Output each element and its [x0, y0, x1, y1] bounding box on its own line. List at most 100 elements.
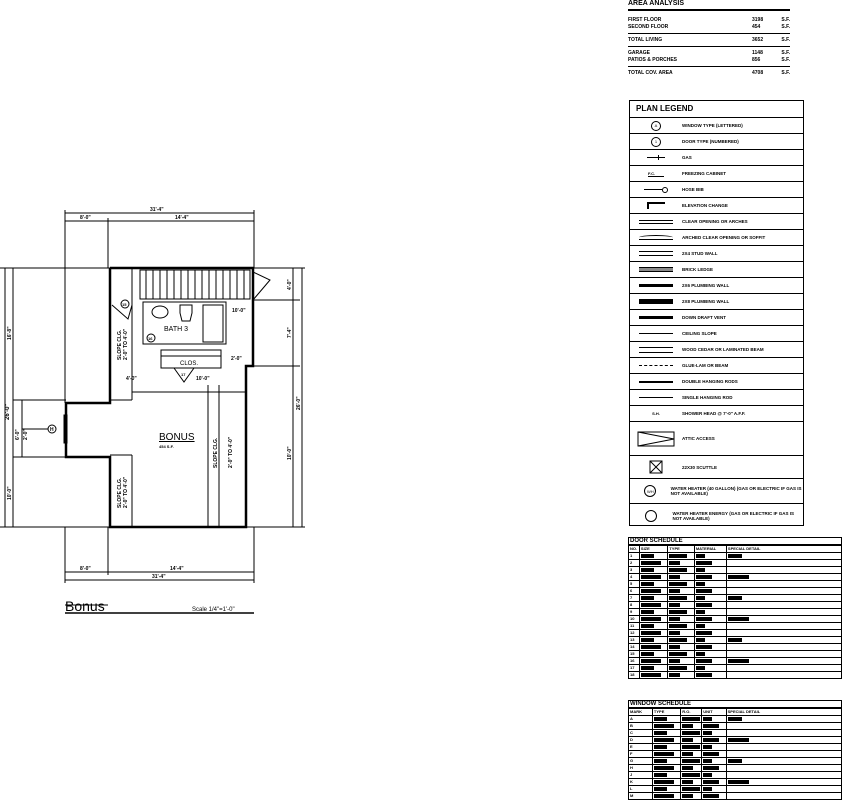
- slope-note: SLOPE CLG.: [117, 477, 123, 508]
- schedule-row: 13: [628, 636, 842, 644]
- schedule-cell: [680, 764, 703, 772]
- illegible-text: [695, 567, 705, 572]
- schedule-cell: [667, 657, 695, 665]
- legend-title: PLAN LEGEND: [630, 101, 803, 118]
- schedule-cell: [680, 729, 703, 737]
- schedule-cell: [725, 785, 842, 793]
- tub: [202, 304, 224, 343]
- illegible-text: [682, 716, 701, 721]
- room-name: BONUS: [159, 432, 195, 443]
- legend-item: GAS: [630, 150, 803, 166]
- single-rod-icon: [630, 390, 682, 405]
- schedule-row: 7: [628, 594, 842, 602]
- illegible-text: [669, 595, 688, 600]
- illegible-text: [703, 737, 720, 742]
- illegible-text: [695, 553, 705, 558]
- schedule-row: 2: [628, 559, 842, 567]
- illegible-text: [640, 630, 661, 635]
- legend-item-label: ARCHED CLEAR OPENING OR SOFFIT: [682, 235, 766, 240]
- slope-note: 2'-0" TO 4'-0": [123, 476, 129, 508]
- area-value: 454: [752, 24, 761, 30]
- door-tag-15: [120, 299, 130, 309]
- legend-item: ELEVATION CHANGE: [630, 198, 803, 214]
- schedule-cell: [680, 757, 703, 765]
- row-number: 16: [628, 657, 640, 665]
- water-heater-icon: WH: [630, 479, 671, 503]
- legend-item: DOWN DRAFT VENT: [630, 310, 803, 326]
- illegible-text: [695, 609, 705, 614]
- legend-item: WATER HEATER ENERGY (GAS OR ELECTRIC IF …: [630, 504, 803, 528]
- illegible-text: [669, 574, 681, 579]
- illegible-text: [695, 560, 712, 565]
- schedule-cell: [725, 559, 842, 567]
- schedule-cell: [725, 629, 842, 637]
- illegible-text: [703, 772, 713, 777]
- schedule-cell: [638, 664, 669, 672]
- schedule-cell: [651, 729, 682, 737]
- legend-item: GLUE-LAM OR BEAM: [630, 358, 803, 374]
- illegible-text: [695, 602, 712, 607]
- schedule-header: MARK: [628, 707, 653, 716]
- door-tag-label: 15: [122, 302, 127, 307]
- illegible-text: [653, 779, 674, 784]
- legend-item-label: 2X4 STUD WALL: [682, 251, 718, 256]
- schedule-cell: [725, 771, 842, 779]
- illegible-text: [695, 574, 712, 579]
- area-unit: S.F.: [781, 70, 790, 76]
- schedule-title: DOOR SCHEDULE: [628, 537, 842, 546]
- schedule-cell: [693, 566, 727, 574]
- shower-head-icon: S.H.: [652, 411, 660, 416]
- schedule-cell: [693, 622, 727, 630]
- legend-item: S.H. SHOWER HEAD @ 7'-0" A.F.F.: [630, 406, 803, 422]
- dim-left-3: 6'-0": [15, 429, 21, 440]
- illegible-text: [653, 758, 667, 763]
- schedule-cell: [667, 650, 695, 658]
- illegible-text: [682, 786, 701, 791]
- row-number: B: [628, 722, 653, 730]
- illegible-text: [682, 737, 694, 742]
- schedule-cell: [638, 671, 669, 679]
- legend-item: ARCHED CLEAR OPENING OR SOFFIT: [630, 230, 803, 246]
- schedule-cell: [725, 750, 842, 758]
- schedule-cell: [667, 629, 695, 637]
- area-unit: S.F.: [781, 24, 790, 30]
- bath-room: [142, 301, 227, 345]
- illegible-text: [703, 723, 720, 728]
- illegible-text: [640, 588, 661, 593]
- schedule-cell: [701, 757, 727, 765]
- schedule-cell: [693, 657, 727, 665]
- row-number: 12: [628, 629, 640, 637]
- legend-item: 2X4 STUD WALL: [630, 246, 803, 262]
- schedule-cell: [651, 771, 682, 779]
- down-draft-vent-icon: [630, 310, 682, 325]
- legend-item-label: SHOWER HEAD @ 7'-0" A.F.F.: [682, 411, 746, 416]
- hose-bib-icon: [630, 182, 682, 197]
- illegible-text: [695, 630, 712, 635]
- gas-icon: [630, 150, 682, 165]
- ceiling-slope-icon: [630, 326, 682, 341]
- illegible-text: [727, 716, 742, 721]
- schedule-cell: [693, 636, 727, 644]
- legend-item-label: 22X30 SCUTTLE: [682, 464, 718, 470]
- door-tag-label: 16: [148, 336, 153, 341]
- illegible-text: [682, 744, 701, 749]
- illegible-text: [695, 644, 712, 649]
- illegible-text: [653, 793, 674, 798]
- dim-small-4: 10'-0": [232, 308, 246, 314]
- schedule-cell: [725, 715, 842, 723]
- closet-label: CLOS.: [180, 361, 198, 367]
- schedule-cell: [667, 573, 695, 581]
- dim-left-1: 16'-8": [7, 326, 13, 340]
- illegible-text: [669, 602, 681, 607]
- schedule-row: D: [628, 736, 842, 744]
- area-value: 3198: [752, 17, 764, 23]
- legend-item: CEILING SLOPE: [630, 326, 803, 342]
- schedule-row: C: [628, 729, 842, 737]
- row-number: 6: [628, 587, 640, 595]
- schedule-cell: [725, 764, 842, 772]
- schedule-cell: [725, 608, 842, 616]
- illegible-text: [640, 567, 654, 572]
